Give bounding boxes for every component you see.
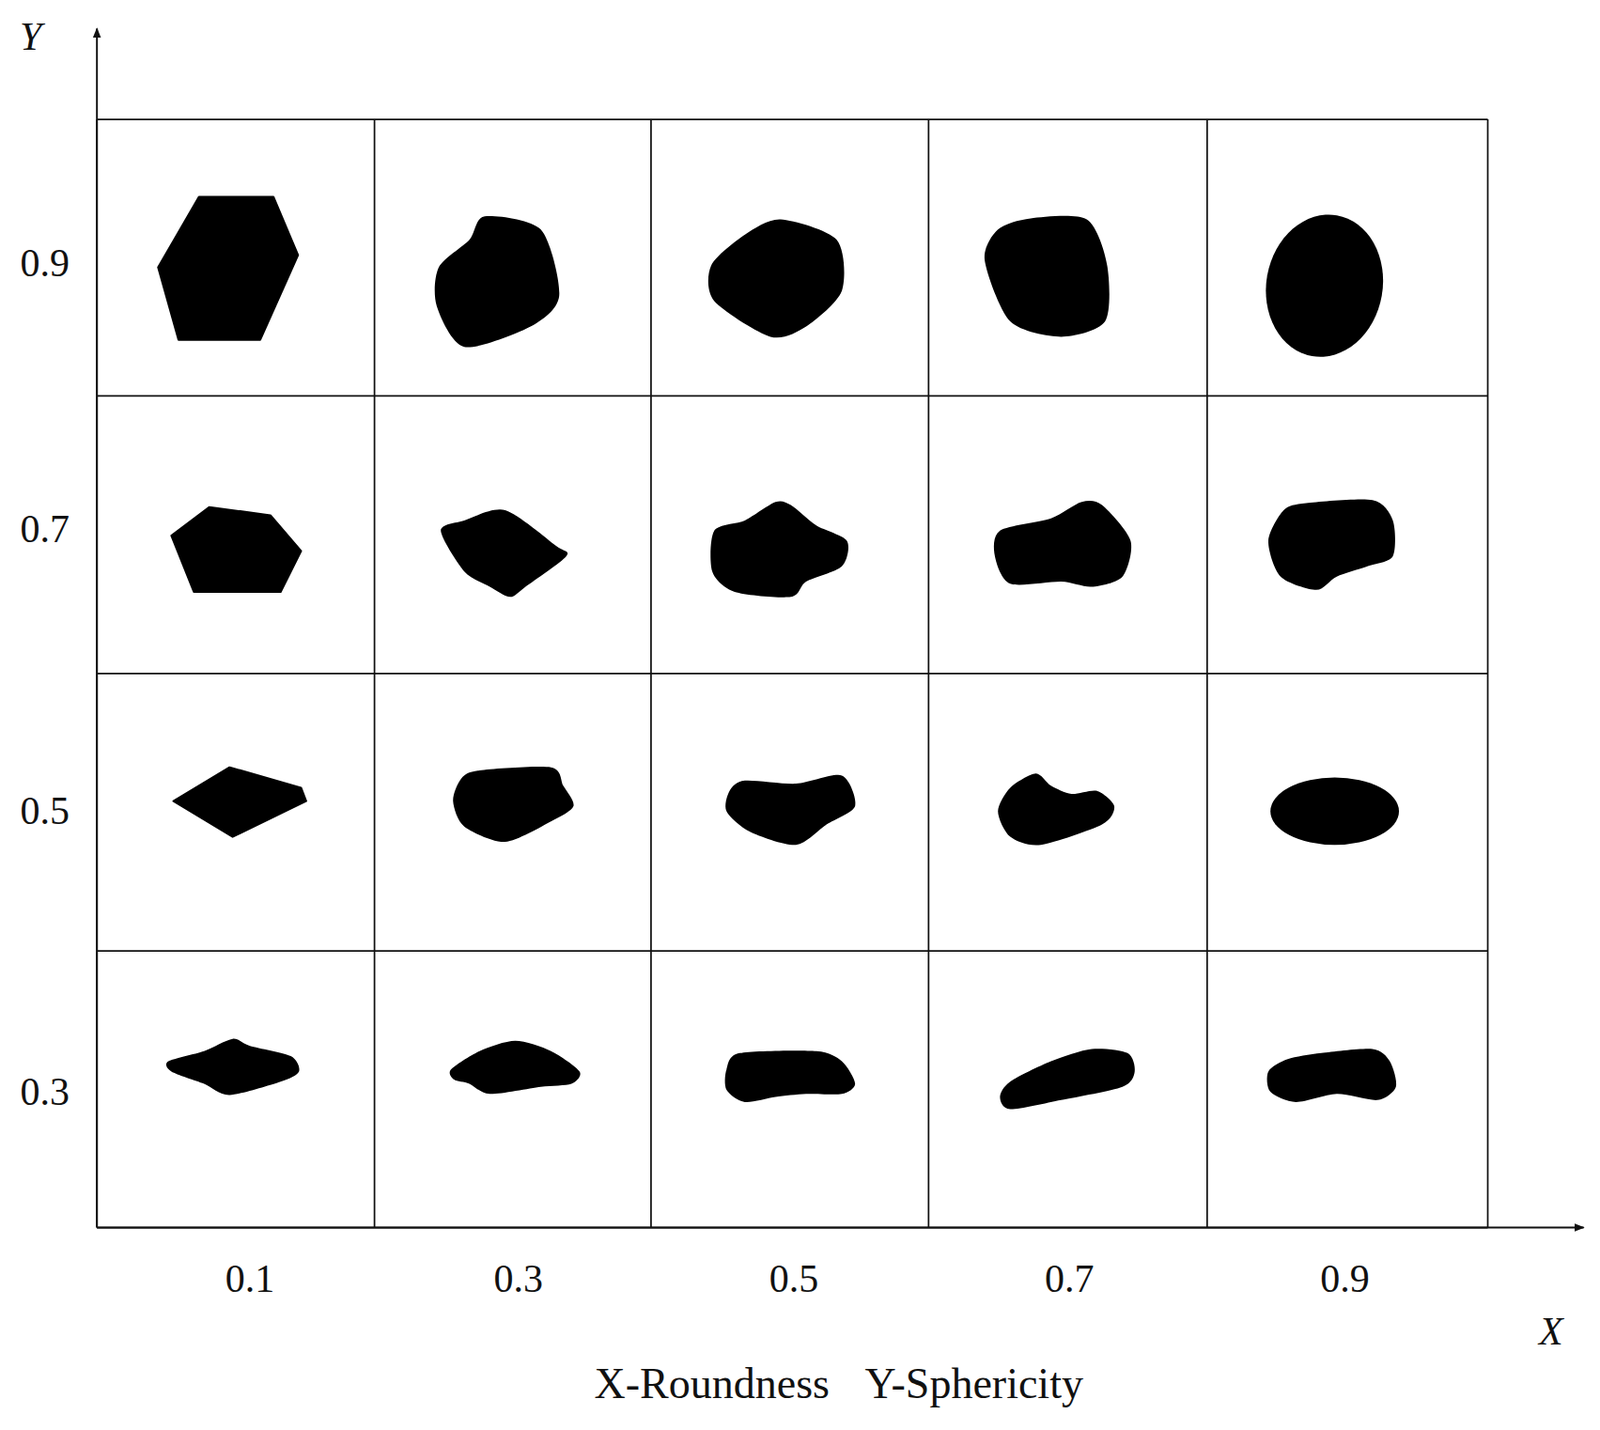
particle-shape bbox=[1268, 498, 1396, 590]
particle-shape bbox=[984, 216, 1110, 338]
particle-shape bbox=[166, 1039, 300, 1096]
particle-shape bbox=[1255, 204, 1395, 366]
particle-shape bbox=[710, 500, 849, 597]
roundness-tick: 0.1 bbox=[225, 1258, 276, 1299]
particle-shape bbox=[997, 773, 1115, 845]
roundness-tick: 0.7 bbox=[1044, 1258, 1095, 1299]
sphericity-tick: 0.7 bbox=[20, 509, 71, 549]
particle-shape bbox=[1267, 1048, 1398, 1103]
grid-line bbox=[96, 395, 1488, 398]
particle-shape bbox=[434, 216, 560, 348]
particle-shape bbox=[994, 500, 1132, 587]
particle-shape bbox=[440, 509, 568, 597]
caption: X-Roundness Y-Sphericity bbox=[594, 1362, 1084, 1406]
particle-shape bbox=[725, 775, 855, 845]
roundness-tick: 0.3 bbox=[493, 1258, 544, 1299]
sphericity-tick: 0.5 bbox=[20, 791, 71, 831]
axis-label: X bbox=[1538, 1311, 1564, 1352]
grid-line bbox=[96, 672, 1488, 675]
particle-shape bbox=[170, 507, 301, 592]
grid-line bbox=[96, 949, 1488, 952]
particle-shape bbox=[450, 1040, 581, 1094]
roundness-tick: 0.5 bbox=[769, 1258, 820, 1299]
particle-shape bbox=[999, 1048, 1134, 1109]
particle-shape bbox=[452, 766, 574, 842]
particle-shape bbox=[725, 1050, 856, 1103]
particle-shape bbox=[708, 218, 845, 338]
sphericity-tick: 0.9 bbox=[20, 243, 71, 283]
chart-art bbox=[96, 28, 1584, 1228]
particle-shape bbox=[157, 197, 298, 341]
y-axis bbox=[95, 28, 98, 1228]
grid-line bbox=[96, 118, 1488, 121]
particle-shape bbox=[173, 767, 307, 838]
particle-shapes bbox=[157, 197, 1399, 1110]
axis-label: Y bbox=[19, 16, 42, 57]
roundness-tick: 0.9 bbox=[1320, 1258, 1370, 1299]
x-axis bbox=[96, 1227, 1584, 1229]
grid bbox=[96, 119, 1488, 1228]
sphericity-tick: 0.3 bbox=[20, 1071, 71, 1112]
particle-shape bbox=[1270, 777, 1399, 846]
